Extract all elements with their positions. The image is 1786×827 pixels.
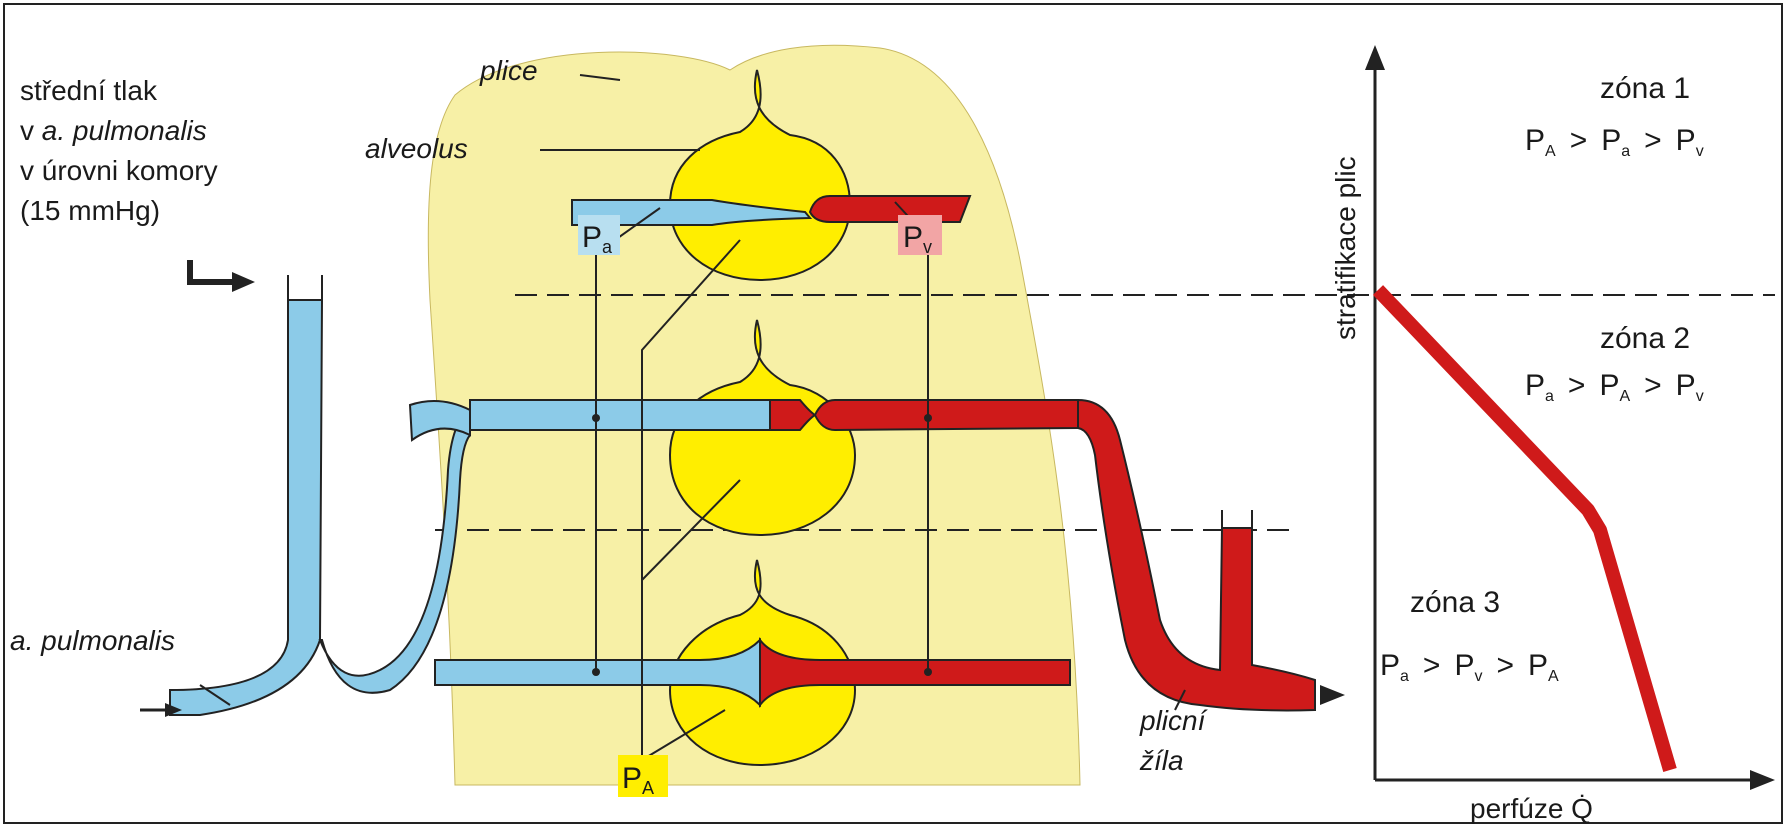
pressure-note-line-1: střední tlak: [20, 75, 158, 106]
alveolus-label: alveolus: [365, 133, 468, 164]
pa-symbol: Pa: [578, 215, 620, 257]
zone-1-label: zóna 1: [1600, 72, 1690, 105]
zone-2-label: zóna 2: [1600, 322, 1690, 355]
pressure-note-line-4: (15 mmHg): [20, 195, 160, 226]
pulmonary-artery-label: a. pulmonalis: [10, 625, 175, 656]
pressure-note-line-3: v úrovni komory: [20, 155, 218, 186]
y-axis-label: stratifikace plic: [1330, 156, 1361, 340]
pulmonary-vein-label-2: žíla: [1139, 745, 1184, 776]
pressure-note-line-2: v a. pulmonalis: [20, 115, 207, 146]
pulmonary-vein-label-1: plicní: [1139, 705, 1209, 736]
plice-label: plice: [479, 55, 538, 86]
capillary-zone-2: [470, 400, 1078, 430]
zone-3-label: zóna 3: [1410, 586, 1500, 619]
x-axis-label: perfúze Q̇: [1470, 793, 1593, 824]
pv-symbol: Pv: [898, 215, 942, 257]
pA-symbol: PA: [618, 755, 668, 798]
